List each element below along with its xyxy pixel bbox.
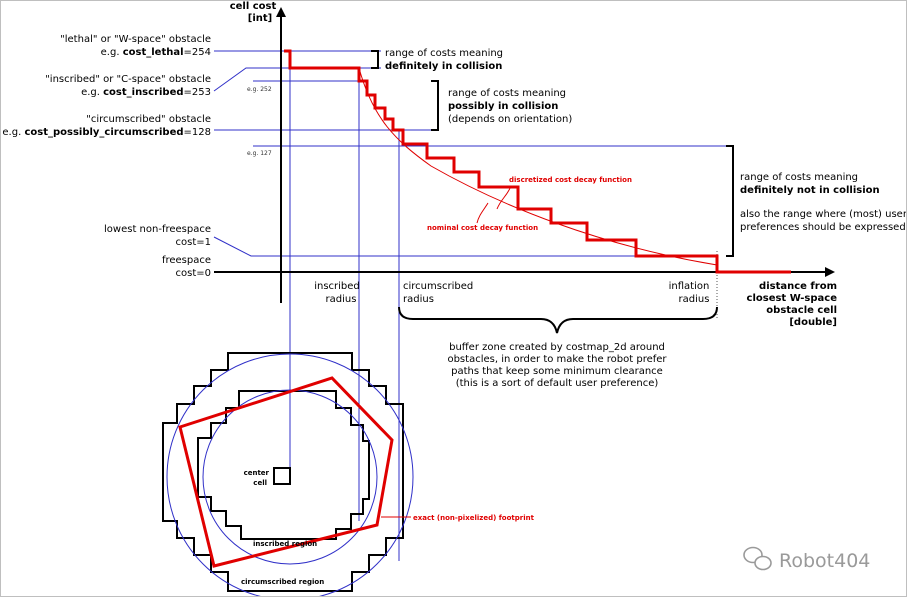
circumscribed-circle [166,353,414,596]
inscribed-guide [213,67,381,92]
inflation-radius-2: radius [679,294,710,305]
center-cell-label-2: cell [253,479,267,487]
not-range-4: preferences should be expressed [740,222,906,233]
inscribed-radius-1: inscribed [314,281,360,292]
inscribed-pixel-region [197,390,370,540]
free-label-1: freespace [162,255,211,266]
inflation-radius-1: inflation [669,281,710,292]
radius-guides [289,51,400,561]
example-127: e.g. 127 [247,150,272,157]
inscribed-label-2: e.g. cost_inscribed=253 [81,87,211,98]
free-label-2: cost=0 [176,268,212,279]
buffer-text-1: buffer zone created by costmap_2d around [449,342,665,353]
circumscribed-label-1: "circumscribed" obstacle [86,114,211,125]
x-axis-title-4: [double] [789,317,837,328]
possibly-range-2: possibly in collision [448,101,558,112]
y-axis-title-2: [int] [248,13,272,24]
x-axis-title-3: obstacle cell [766,305,837,316]
lethal-label-2: e.g. cost_lethal=254 [101,47,211,58]
watermark-text: Robot404 [779,550,870,572]
discretized-decay-curve [284,49,791,274]
circumscribed-radius-2: radius [403,294,434,305]
definitely-bracket [371,50,379,69]
possibly-range-3: (depends on orientation) [448,114,572,125]
possibly-range-1: range of costs meaning [448,88,566,99]
buffer-text-4: (this is a sort of default user preferen… [456,378,659,389]
nominal-decay-curve [358,67,718,266]
nonfree-guide [213,236,717,257]
exact-footprint-label: exact (non-pixelized) footprint [413,514,535,522]
inscribed-region-label: inscribed region [253,540,317,548]
nonfree-label-1: lowest non-freespace [104,224,211,235]
discretized-label: discretized cost decay function [509,176,632,184]
nonfree-label-2: cost=1 [176,237,212,248]
possibly-bracket [431,80,439,131]
circumscribed-radius-1: circumscribed [403,281,473,292]
circumscribed-region-label: circumscribed region [241,578,324,586]
lethal-label-1: "lethal" or "W-space" obstacle [60,34,211,45]
cost-level-guides [213,50,731,257]
x-axis-title-1: distance from [759,281,837,292]
buffer-zone-brace [398,306,718,334]
y-axis-title-1: cell cost [230,1,277,12]
wechat-icon [743,546,772,571]
example-252: e.g. 252 [247,86,272,93]
not-bracket [726,145,734,257]
definitely-range-2: definitely in collision [385,61,502,72]
not-range-1: range of costs meaning [740,172,858,183]
not-range-3: also the range where (most) user [740,209,906,220]
robot-footprint [178,376,394,568]
buffer-text-2: obstacles, in order to make the robot pr… [447,354,667,365]
nominal-label: nominal cost decay function [427,224,538,232]
x-axis-title-2: closest W-space [747,293,838,304]
center-cell-label-1: center [244,469,270,477]
not-range-2: definitely not in collision [740,185,880,196]
circumscribed-label-2: e.g. cost_possibly_circumscribed=128 [2,127,211,138]
inscribed-label-1: "inscribed" or "C-space" obstacle [45,74,211,85]
inscribed-radius-2: radius [326,294,357,305]
buffer-text-3: paths that keep some minimum clearance [451,366,663,377]
circumscribed-pixel-region [162,352,404,592]
center-cell [273,467,291,485]
definitely-range-1: range of costs meaning [385,48,503,59]
